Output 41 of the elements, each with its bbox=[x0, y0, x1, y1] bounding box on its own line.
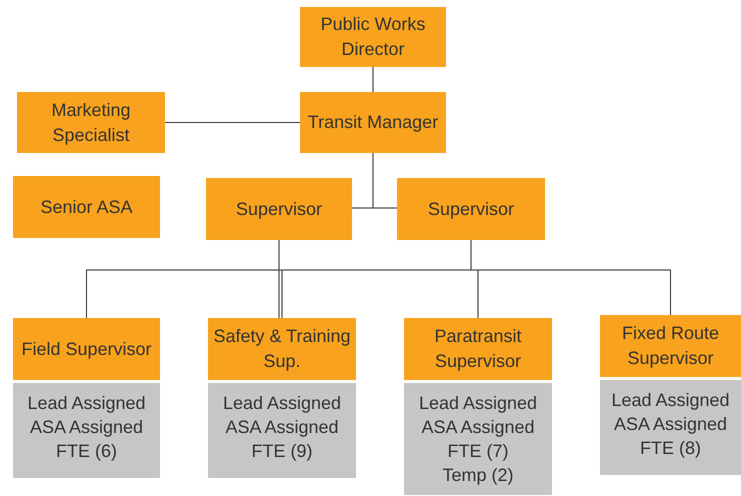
staff-line: ASA Assigned bbox=[421, 416, 535, 439]
staff-box bbox=[404, 383, 552, 495]
position-title: Supervisor bbox=[236, 198, 322, 221]
position-title: Safety & Training Sup. bbox=[212, 325, 352, 373]
position-box bbox=[404, 318, 552, 380]
staff-box bbox=[600, 380, 741, 475]
position-box bbox=[17, 92, 165, 153]
position-title: Paratransit Supervisor bbox=[433, 325, 523, 373]
position-box bbox=[206, 178, 352, 240]
staff-box bbox=[208, 383, 356, 478]
staff-line: Temp (2) bbox=[442, 464, 514, 487]
position-title: Public Works Director bbox=[320, 13, 426, 61]
staff-line: Lead Assigned bbox=[418, 392, 538, 415]
position-box bbox=[300, 92, 446, 153]
position-box bbox=[397, 178, 545, 240]
staff-line: FTE (7) bbox=[448, 440, 508, 463]
staff-line: FTE (9) bbox=[252, 440, 312, 463]
position-box bbox=[13, 176, 160, 238]
staff-line: ASA Assigned bbox=[614, 413, 728, 436]
staff-line: Lead Assigned bbox=[27, 392, 146, 415]
connector-line bbox=[372, 152, 398, 208]
staff-line: Lead Assigned bbox=[611, 389, 730, 412]
position-title: Transit Manager bbox=[308, 111, 438, 134]
connector-line bbox=[372, 66, 374, 92]
position-title: Senior ASA bbox=[40, 196, 133, 218]
position-box bbox=[208, 318, 356, 380]
position-title: Fixed Route Supervisor bbox=[620, 322, 720, 370]
position-title: Marketing Specialist bbox=[50, 98, 132, 147]
connector-line bbox=[470, 240, 671, 316]
position-box bbox=[600, 315, 741, 377]
staff-line: ASA Assigned bbox=[30, 416, 144, 439]
staff-box bbox=[13, 383, 160, 478]
staff-line: ASA Assigned bbox=[225, 416, 339, 439]
position-title: Supervisor bbox=[428, 198, 514, 221]
connector-line bbox=[164, 122, 300, 123]
position-box bbox=[13, 318, 160, 380]
position-box bbox=[300, 7, 446, 67]
staff-line: FTE (6) bbox=[56, 440, 117, 463]
staff-line: Lead Assigned bbox=[222, 392, 342, 415]
staff-line: FTE (8) bbox=[640, 437, 701, 460]
position-title: Field Supervisor bbox=[21, 338, 152, 361]
